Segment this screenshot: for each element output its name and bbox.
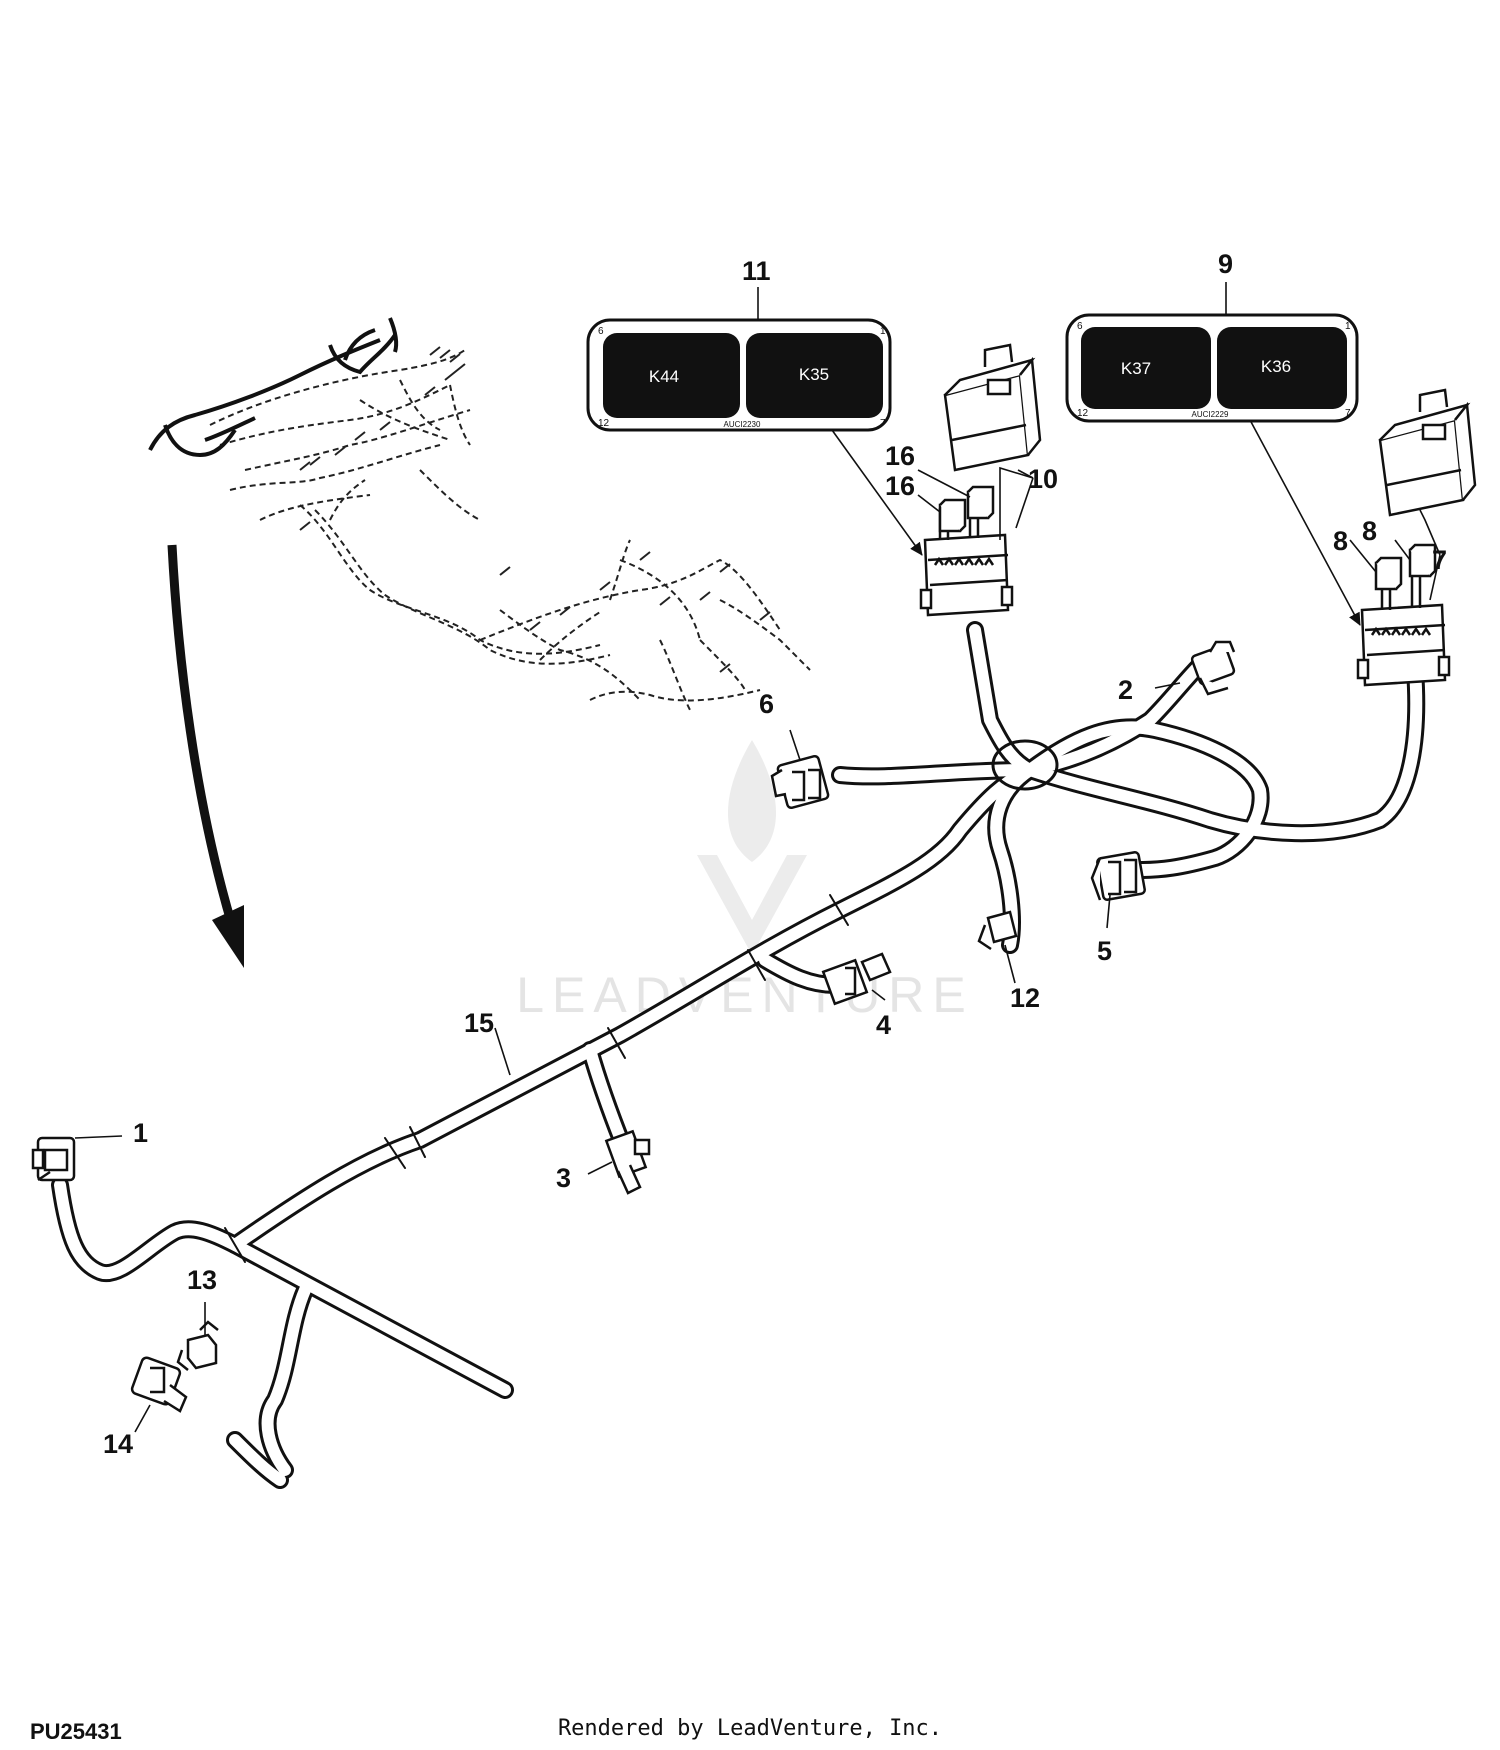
pin-label-top-left: 6 (1077, 321, 1083, 332)
pin-label-bottom-right: 7 (880, 418, 886, 429)
connector-3 (604, 1129, 651, 1195)
relay-8a (1374, 556, 1403, 591)
orientation-arrow (167, 544, 244, 968)
panel-code: AUCI2229 (1192, 410, 1229, 419)
callout-15: 15 (464, 1008, 494, 1038)
overview-highlighted-harness (148, 317, 399, 458)
pin-label-bottom-left: 12 (1077, 408, 1089, 419)
callout-16b: 16 (885, 471, 915, 501)
relay-panel-11: K44 K35 6 1 12 7 AUCI2230 (586, 318, 892, 432)
panel-code: AUCI2230 (724, 420, 761, 429)
relay-16a (938, 498, 967, 533)
leader-lines (74, 282, 1441, 1433)
connector-4 (821, 952, 892, 1006)
callout-1: 1 (133, 1118, 148, 1148)
connector-1 (31, 1136, 76, 1182)
callout-8a: 8 (1333, 526, 1348, 556)
relay-cover-10 (943, 343, 1042, 472)
callout-8b: 8 (1362, 516, 1377, 546)
connector-14 (130, 1356, 188, 1413)
callout-6: 6 (759, 689, 774, 719)
fuse-relay-block-7 (1356, 575, 1451, 687)
callout-labels: 1 2 3 4 5 6 7 8 8 9 10 11 12 13 14 15 16… (103, 249, 1447, 1459)
overview-ghost-harness (209, 349, 811, 711)
connector-2 (1190, 640, 1236, 696)
callout-9: 9 (1218, 249, 1233, 279)
callout-16a: 16 (885, 441, 915, 471)
main-harness (51, 621, 1426, 1489)
pin-label-top-right: 1 (880, 326, 886, 337)
callout-3: 3 (556, 1163, 571, 1193)
callout-4: 4 (876, 1010, 891, 1040)
pin-label-bottom-left: 12 (598, 418, 610, 429)
callout-7: 7 (1432, 545, 1447, 575)
callout-12: 12 (1010, 983, 1040, 1013)
pin-label-top-left: 6 (598, 326, 604, 337)
figure-id: PU25431 (30, 1719, 122, 1744)
callout-11: 11 (742, 256, 771, 286)
callout-13: 13 (187, 1265, 217, 1295)
relay-panel-9: K37 K36 6 1 12 7 AUCI2229 (1065, 313, 1359, 423)
callout-5: 5 (1097, 936, 1112, 966)
relay-cover-7 (1378, 388, 1477, 517)
pin-label-top-right: 1 (1345, 321, 1351, 332)
fuse-relay-block-10 (919, 505, 1014, 617)
relay-16b (966, 485, 995, 520)
connector-12 (977, 910, 1018, 951)
overview-ghost-hatching (299, 346, 771, 673)
callout-14: 14 (103, 1429, 133, 1459)
callout-2: 2 (1118, 675, 1133, 705)
footer-credit: Rendered by LeadVenture, Inc. (557, 1716, 943, 1741)
watermark: LEADVENTURE (516, 740, 974, 1023)
connector-13 (176, 1320, 219, 1371)
callout-10: 10 (1028, 464, 1058, 494)
pin-label-bottom-right: 7 (1345, 408, 1351, 419)
connector-5 (1090, 851, 1146, 901)
relay-label-k37: K37 (1121, 359, 1151, 378)
connector-6 (770, 754, 830, 810)
relay-label-k44: K44 (649, 367, 679, 386)
relay-label-k35: K35 (799, 365, 829, 384)
watermark-text: LEADVENTURE (516, 967, 974, 1023)
relay-label-k36: K36 (1261, 357, 1291, 376)
